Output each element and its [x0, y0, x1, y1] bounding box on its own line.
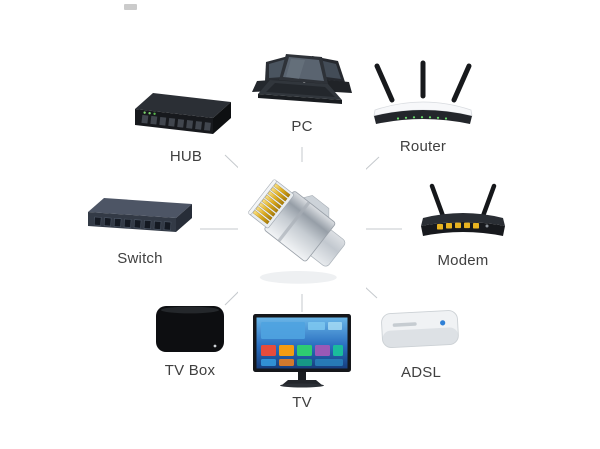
laptop-icon: [252, 54, 352, 104]
node-label-modem: Modem: [437, 252, 489, 269]
node-tvbox: TV Box: [145, 294, 235, 379]
cropped-image-artifact: [124, 4, 137, 10]
node-hub: HUB: [131, 90, 241, 165]
rj45-connector: [238, 162, 366, 294]
node-label-adsl: ADSL: [401, 364, 441, 381]
tv-icon: [253, 314, 351, 388]
modem-icon: [421, 183, 505, 236]
adsl-modem-icon: [381, 310, 459, 349]
node-label-pc: PC: [291, 118, 313, 135]
rj45-connector-icon: [248, 179, 346, 284]
node-label-hub: HUB: [169, 148, 203, 165]
node-label-tvbox: TV Box: [164, 362, 216, 379]
node-router: Router: [368, 60, 478, 155]
node-pc: PC: [247, 48, 357, 135]
node-modem: Modem: [413, 182, 513, 269]
node-label-router: Router: [399, 138, 447, 155]
node-label-switch: Switch: [117, 250, 163, 267]
switch-icon: [88, 198, 192, 232]
node-tv: TV: [250, 312, 354, 411]
node-switch: Switch: [84, 196, 196, 267]
tv-box-icon: [156, 306, 224, 352]
hub-icon: [135, 93, 231, 134]
node-label-tv: TV: [292, 394, 312, 411]
node-adsl: ADSL: [373, 300, 469, 381]
router-icon: [373, 60, 473, 124]
